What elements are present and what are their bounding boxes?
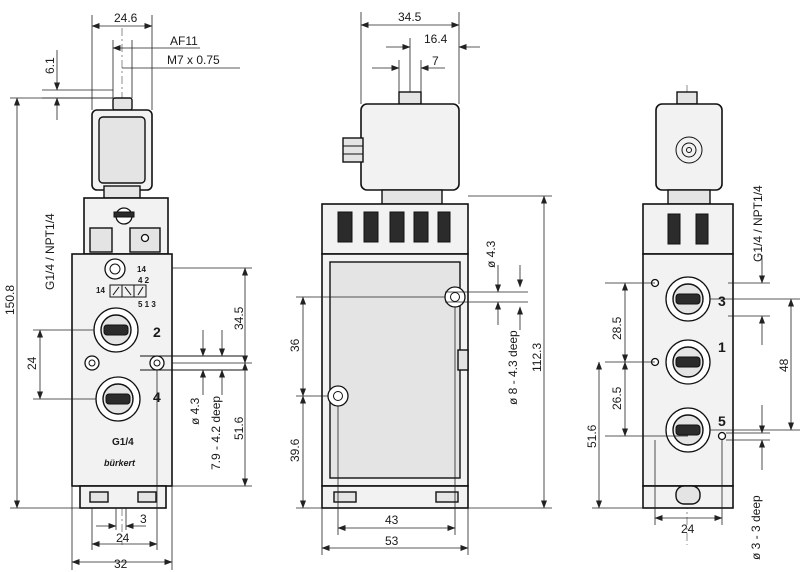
left-thread-label: G1/4 / NPT1/4 (43, 213, 57, 290)
middle-dim-39-6: 39.6 (288, 438, 302, 462)
left-dim-depth: 7.9 - 4.2 deep (209, 396, 223, 470)
left-dim-24: 24 (25, 356, 39, 370)
middle-dim-deep: ø 8 - 4.3 deep (506, 330, 520, 405)
middle-end-cap (321, 485, 469, 509)
left-symbol-14-left: 14 (96, 286, 105, 295)
right-port-5-label: 5 (718, 413, 726, 429)
right-solenoid (655, 91, 723, 205)
middle-dim-hole: ø 4.3 (484, 240, 498, 268)
left-dim-34-5: 34.5 (232, 306, 246, 330)
left-dim-150-8: 150.8 (3, 285, 17, 315)
left-thread-small: G1/4 (112, 437, 134, 448)
left-dim-6-1: 6.1 (43, 57, 57, 74)
right-valve-body (642, 253, 734, 487)
left-pilot-head (83, 197, 169, 255)
left-end-cap (79, 485, 167, 509)
left-dim-hole: ø 4.3 (188, 397, 202, 425)
left-dim-af11: AF11 (170, 34, 198, 48)
middle-dim-43: 43 (385, 513, 399, 527)
right-port-3-label: 3 (718, 293, 726, 309)
right-dim-51-6: 51.6 (585, 424, 599, 448)
left-port-4-label: 4 (153, 389, 161, 405)
right-dim-28-5: 28.5 (610, 316, 624, 340)
middle-pilot-head (321, 203, 469, 255)
left-dim-m7: M7 x 0.75 (167, 53, 220, 67)
right-view: G1/4 / NPT1/4 3 1 5 28.5 48 26.5 51.6 24… (585, 85, 800, 560)
right-dim-24: 24 (681, 522, 695, 536)
middle-dim-112-3: 112.3 (530, 343, 544, 372)
right-dim-26-5: 26.5 (610, 386, 624, 410)
left-port-2-label: 2 (153, 324, 161, 340)
middle-valve-body (321, 253, 469, 487)
left-view: 24.6 AF11 M7 x 0.75 6.1 150.8 G1/4 / NPT… (3, 11, 252, 571)
left-valve-body (71, 253, 246, 487)
left-dim-24-6: 24.6 (114, 11, 138, 25)
right-port-1-label: 1 (718, 339, 726, 355)
left-dim-51-6: 51.6 (232, 416, 246, 440)
left-dim-32: 32 (114, 557, 128, 571)
right-pilot-head (642, 203, 734, 255)
left-symbol-5-1-3: 5 1 3 (138, 300, 156, 309)
left-symbol-14-top: 14 (137, 265, 146, 274)
middle-dim-36: 36 (288, 338, 302, 352)
middle-dim-7: 7 (432, 54, 439, 68)
left-solenoid (91, 97, 153, 199)
middle-solenoid (342, 91, 460, 205)
left-dim-24-bottom: 24 (116, 531, 130, 545)
middle-dim-16-4: 16.4 (424, 32, 448, 46)
right-dim-deep: ø 3 - 3 deep (749, 495, 763, 560)
middle-view: 34.5 16.4 7 ø 4.3 ø 8 - 4.3 deep 112.3 3… (288, 10, 552, 555)
right-dim-48: 48 (777, 358, 791, 372)
right-thread-label: G1/4 / NPT1/4 (751, 185, 765, 262)
left-brand-label: bürkert (104, 458, 136, 468)
middle-dim-34-5: 34.5 (398, 10, 422, 24)
left-dim-3: 3 (140, 512, 147, 526)
left-symbol-4-2: 4 2 (138, 276, 150, 285)
right-end-cap (642, 485, 734, 509)
middle-dim-53: 53 (385, 534, 399, 548)
